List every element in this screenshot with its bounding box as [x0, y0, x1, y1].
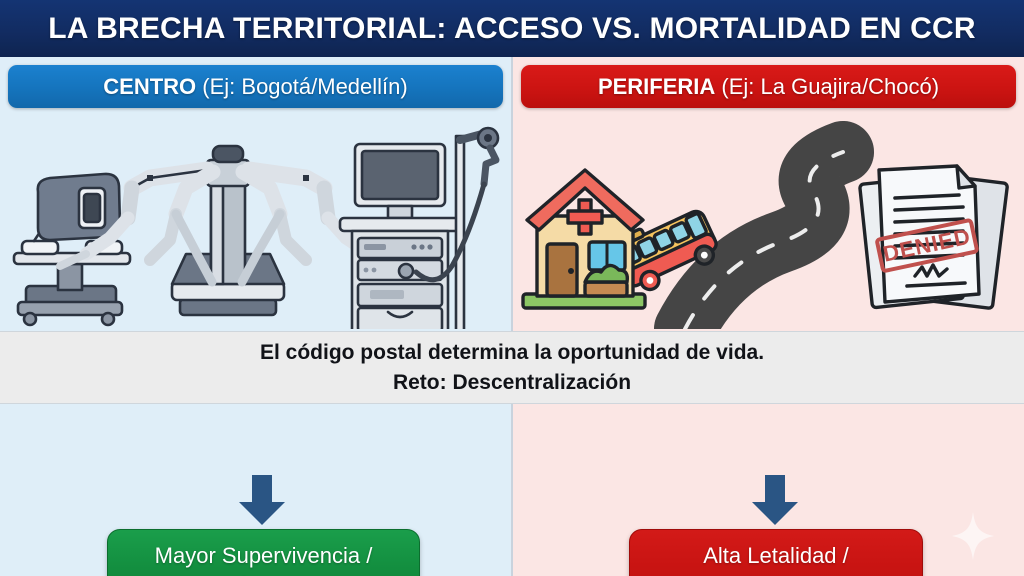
outcome-centro-line2: Detección Temprana	[163, 571, 364, 576]
robotic-arm-cart-icon	[56, 144, 400, 317]
outcome-periferia-line2: Diagnóstico Tardío	[685, 571, 867, 576]
panel-periferia: PERIFERIA (Ej: La Guajira/Chocó)	[513, 57, 1024, 576]
outcome-box-centro: Mayor Supervivencia / Detección Temprana	[107, 529, 420, 576]
header-pill-periferia-strong: PERIFERIA	[597, 73, 716, 99]
sparkle-icon	[952, 512, 994, 560]
header-pill-centro-normal: (Ej: Bogotá/Medellín)	[196, 73, 408, 99]
key-message-band: El código postal determina la oportunida…	[0, 331, 1024, 404]
illustration-periferia: DENIED	[513, 114, 1024, 360]
page-title: LA BRECHA TERRITORIAL: ACCESO VS. MORTAL…	[48, 11, 976, 45]
denied-paperwork-icon: DENIED	[858, 164, 1009, 310]
endoscopy-video-tower-icon	[338, 126, 500, 345]
down-arrow-left-icon	[239, 475, 285, 525]
header-pill-centro: CENTRO (Ej: Bogotá/Medellín)	[8, 65, 503, 108]
slide-title-bar: LA BRECHA TERRITORIAL: ACCESO VS. MORTAL…	[0, 0, 1024, 57]
rural-access-barriers-svg: DENIED	[521, 121, 1009, 360]
panel-centro: CENTRO (Ej: Bogotá/Medellín)	[0, 57, 511, 576]
column-divider	[511, 57, 513, 576]
header-pill-centro-strong: CENTRO	[103, 73, 197, 99]
key-message-line1: El código postal determina la oportunida…	[259, 340, 765, 364]
illustration-centro	[0, 114, 511, 345]
down-arrow-right-icon	[752, 475, 798, 525]
outcome-box-periferia: Alta Letalidad / Diagnóstico Tardío	[629, 529, 923, 576]
header-pill-periferia: PERIFERIA (Ej: La Guajira/Chocó)	[521, 65, 1016, 108]
rural-clinic-house-icon	[521, 168, 647, 310]
outcome-periferia-line1: Alta Letalidad /	[703, 543, 849, 569]
header-pill-periferia-normal: (Ej: La Guajira/Chocó)	[715, 73, 940, 99]
key-message-line2: Reto: Descentralización	[392, 370, 632, 394]
robotic-surgery-equipment-svg	[12, 126, 500, 345]
winding-road-with-bus-icon	[614, 121, 874, 360]
header-pill-periferia-label: PERIFERIA (Ej: La Guajira/Chocó)	[598, 74, 939, 100]
header-pill-centro-label: CENTRO (Ej: Bogotá/Medellín)	[103, 74, 407, 100]
outcome-centro-line1: Mayor Supervivencia /	[154, 543, 373, 569]
surgeon-console-icon	[12, 172, 132, 327]
